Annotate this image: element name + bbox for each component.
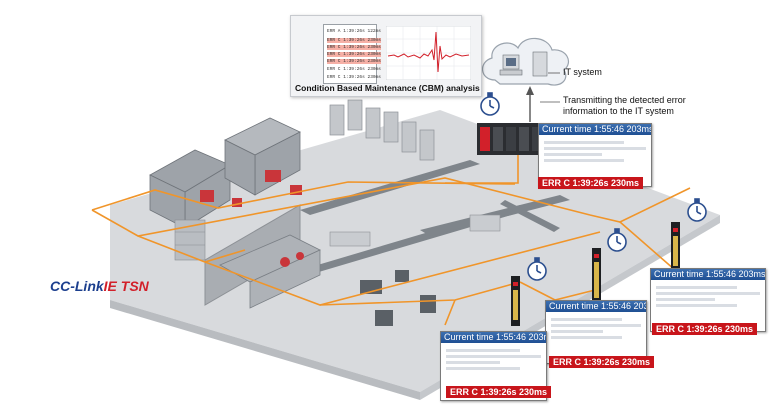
upload-arrow-icon: [526, 86, 534, 122]
logo-part2: IE TSN: [103, 278, 149, 294]
log-line: ERR C 1:39:26s 230ms: [327, 67, 382, 72]
log-line: ERR A 1:39:26s 122ms: [327, 29, 382, 34]
plc-controller: [477, 123, 545, 155]
press-machine: [219, 234, 321, 309]
cloud-icon: [482, 37, 569, 86]
current-time-label: Current time 1:55:46 203ms: [546, 301, 646, 312]
log-document: ERR A 1:39:26s 122ms ERR C 1:39:26s 230m…: [323, 24, 382, 84]
log-line: ERR C 1:39:26s 230ms: [327, 75, 382, 80]
error-badge: ERR C 1:39:26s 230ms: [446, 386, 552, 398]
error-badge: ERR C 1:39:26s 230ms: [652, 323, 758, 335]
network-lines: [91, 152, 691, 326]
current-time-label: Current time 1:55:46 203ms: [651, 269, 765, 280]
log-line: ERR C 1:39:26s 230ms: [327, 52, 382, 57]
silos: [329, 99, 435, 161]
panel-body: [549, 315, 643, 360]
error-badge: ERR C 1:39:26s 230ms: [538, 177, 644, 189]
log-line: ERR C 1:39:26s 230ms: [327, 59, 382, 64]
stopwatch-icon: [527, 257, 547, 281]
io-module-3: [671, 222, 680, 272]
logo-part1: CC-Link: [50, 278, 104, 294]
robot-cell: [200, 170, 302, 207]
panel-body: [444, 346, 543, 397]
waveform-graph: [386, 26, 471, 80]
cbm-callout: ERR A 1:39:26s 122ms ERR C 1:39:26s 230m…: [290, 15, 482, 97]
transmit-label-line1: Transmitting the detected error: [563, 95, 686, 105]
panel-body: [654, 283, 762, 328]
error-badge: ERR C 1:39:26s 230ms: [549, 356, 655, 368]
status-panel-right: Current time 1:55:46 203ms: [650, 268, 766, 332]
current-time-label: Current time 1:55:46 203ms: [441, 332, 546, 343]
log-line: ERR C 1:39:26s 230ms: [327, 38, 382, 43]
cbm-title: Condition Based Maintenance (CBM) analys…: [295, 83, 480, 93]
panel-body: [542, 138, 648, 183]
transmit-label-line2: information to the IT system: [563, 106, 674, 116]
io-module-2: [592, 248, 601, 304]
status-panel-middle: Current time 1:55:46 203ms: [545, 300, 647, 364]
stopwatch-icon: [480, 92, 500, 116]
cc-link-ie-tsn-logo: CC-LinkIE TSN: [50, 278, 149, 294]
stopwatch-icon: [687, 198, 707, 222]
log-line: ERR C 1:39:26s 230ms: [327, 45, 382, 50]
io-module-1: [511, 276, 520, 326]
it-system-label: IT system: [563, 67, 602, 77]
current-time-label: Current time 1:55:46 203ms: [539, 124, 651, 135]
stopwatch-icon: [607, 228, 627, 252]
